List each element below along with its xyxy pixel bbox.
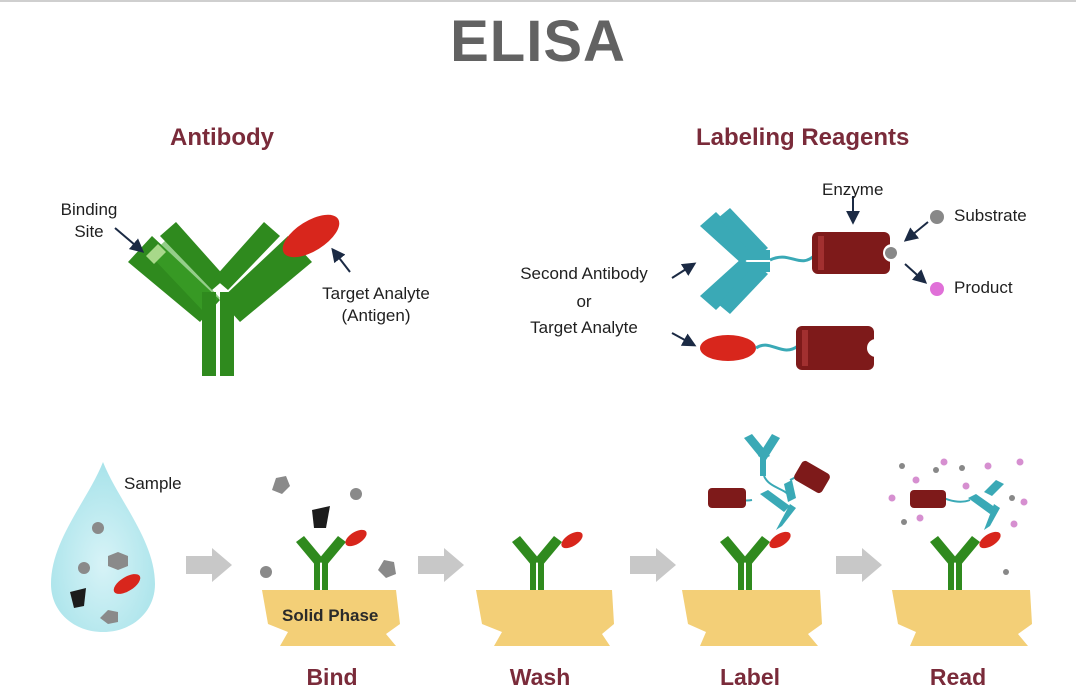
read-enzyme-icon bbox=[910, 490, 946, 508]
process-arrow-1 bbox=[186, 548, 232, 582]
label-enzyme-icon bbox=[794, 460, 830, 494]
process-arrow-2 bbox=[418, 548, 464, 582]
bind-antigen-icon bbox=[345, 529, 367, 547]
product-label: Product bbox=[954, 278, 1013, 297]
target-analyte-label-line1: Target Analyte bbox=[322, 284, 430, 303]
solid-phase-label: Solid Phase bbox=[282, 606, 379, 625]
wash-antigen-icon bbox=[561, 531, 583, 549]
product-icon bbox=[930, 282, 944, 296]
enzyme-label: Enzyme bbox=[822, 180, 884, 199]
or-label: or bbox=[576, 292, 592, 311]
target-analyte-label-line2: (Antigen) bbox=[341, 306, 411, 325]
labeled-analyte-icon bbox=[700, 335, 756, 361]
analyte-linker bbox=[755, 343, 799, 352]
solid-phase-read bbox=[892, 590, 1032, 646]
section-antibody: Antibody bbox=[170, 124, 274, 151]
label-second-antibody-icon bbox=[744, 434, 796, 530]
large-antibody-icon bbox=[128, 222, 312, 376]
enzyme-icon-2 bbox=[796, 326, 885, 370]
second-antibody-label: Second Antibody bbox=[520, 264, 648, 283]
read-product-dots bbox=[888, 458, 1028, 528]
section-labeling-reagents: Labeling Reagents bbox=[696, 124, 910, 151]
binding-site-label-line2: Site bbox=[74, 222, 104, 241]
read-antibody-icon bbox=[930, 536, 980, 590]
arrow-product bbox=[904, 263, 928, 284]
solid-phase-label bbox=[682, 590, 822, 646]
read-antigen-icon bbox=[979, 531, 1001, 549]
read-linker bbox=[943, 497, 971, 503]
arrow-binding-site bbox=[114, 227, 145, 253]
arrow-target-analyte-2 bbox=[671, 332, 697, 347]
target-analyte-antigen-icon bbox=[282, 214, 340, 258]
bind-debris-icon bbox=[260, 566, 272, 578]
page-title: ELISA bbox=[450, 9, 626, 74]
arrow-target-analyte bbox=[331, 247, 351, 273]
process-arrow-3 bbox=[630, 548, 676, 582]
label-linker bbox=[763, 475, 791, 501]
bind-debris-icon bbox=[350, 488, 362, 500]
bind-debris-icon bbox=[312, 506, 330, 528]
substrate-on-enzyme bbox=[885, 247, 897, 259]
target-analyte-reagent-label: Target Analyte bbox=[530, 318, 638, 337]
sample-drop-icon bbox=[51, 462, 155, 632]
substrate-label: Substrate bbox=[954, 206, 1027, 225]
solid-phase-wash bbox=[476, 590, 614, 646]
arrow-substrate bbox=[903, 221, 929, 242]
bind-antibody-icon bbox=[296, 536, 346, 590]
step-bind: Bind bbox=[306, 664, 358, 690]
step-wash: Wash bbox=[509, 664, 571, 690]
linker-line bbox=[769, 253, 817, 263]
label-antigen-icon bbox=[769, 531, 791, 549]
sample-label: Sample bbox=[124, 474, 182, 493]
read-second-antibody-icon bbox=[968, 480, 1004, 530]
binding-site-label-line1: Binding bbox=[60, 200, 118, 219]
bind-debris-icon bbox=[378, 560, 396, 578]
second-antibody-icon bbox=[700, 208, 770, 314]
wash-antibody-icon bbox=[512, 536, 562, 590]
label-enzyme-icon bbox=[708, 488, 746, 508]
process-arrow-4 bbox=[836, 548, 882, 582]
substrate-icon bbox=[930, 210, 944, 224]
step-label: Label bbox=[719, 664, 781, 690]
label-antibody-icon bbox=[720, 536, 770, 590]
bind-debris-icon bbox=[272, 476, 290, 494]
read-substrate-dots bbox=[899, 463, 1015, 575]
solid-phase-bind bbox=[262, 590, 400, 646]
step-read: Read bbox=[929, 664, 987, 690]
arrow-second-antibody bbox=[671, 262, 697, 279]
